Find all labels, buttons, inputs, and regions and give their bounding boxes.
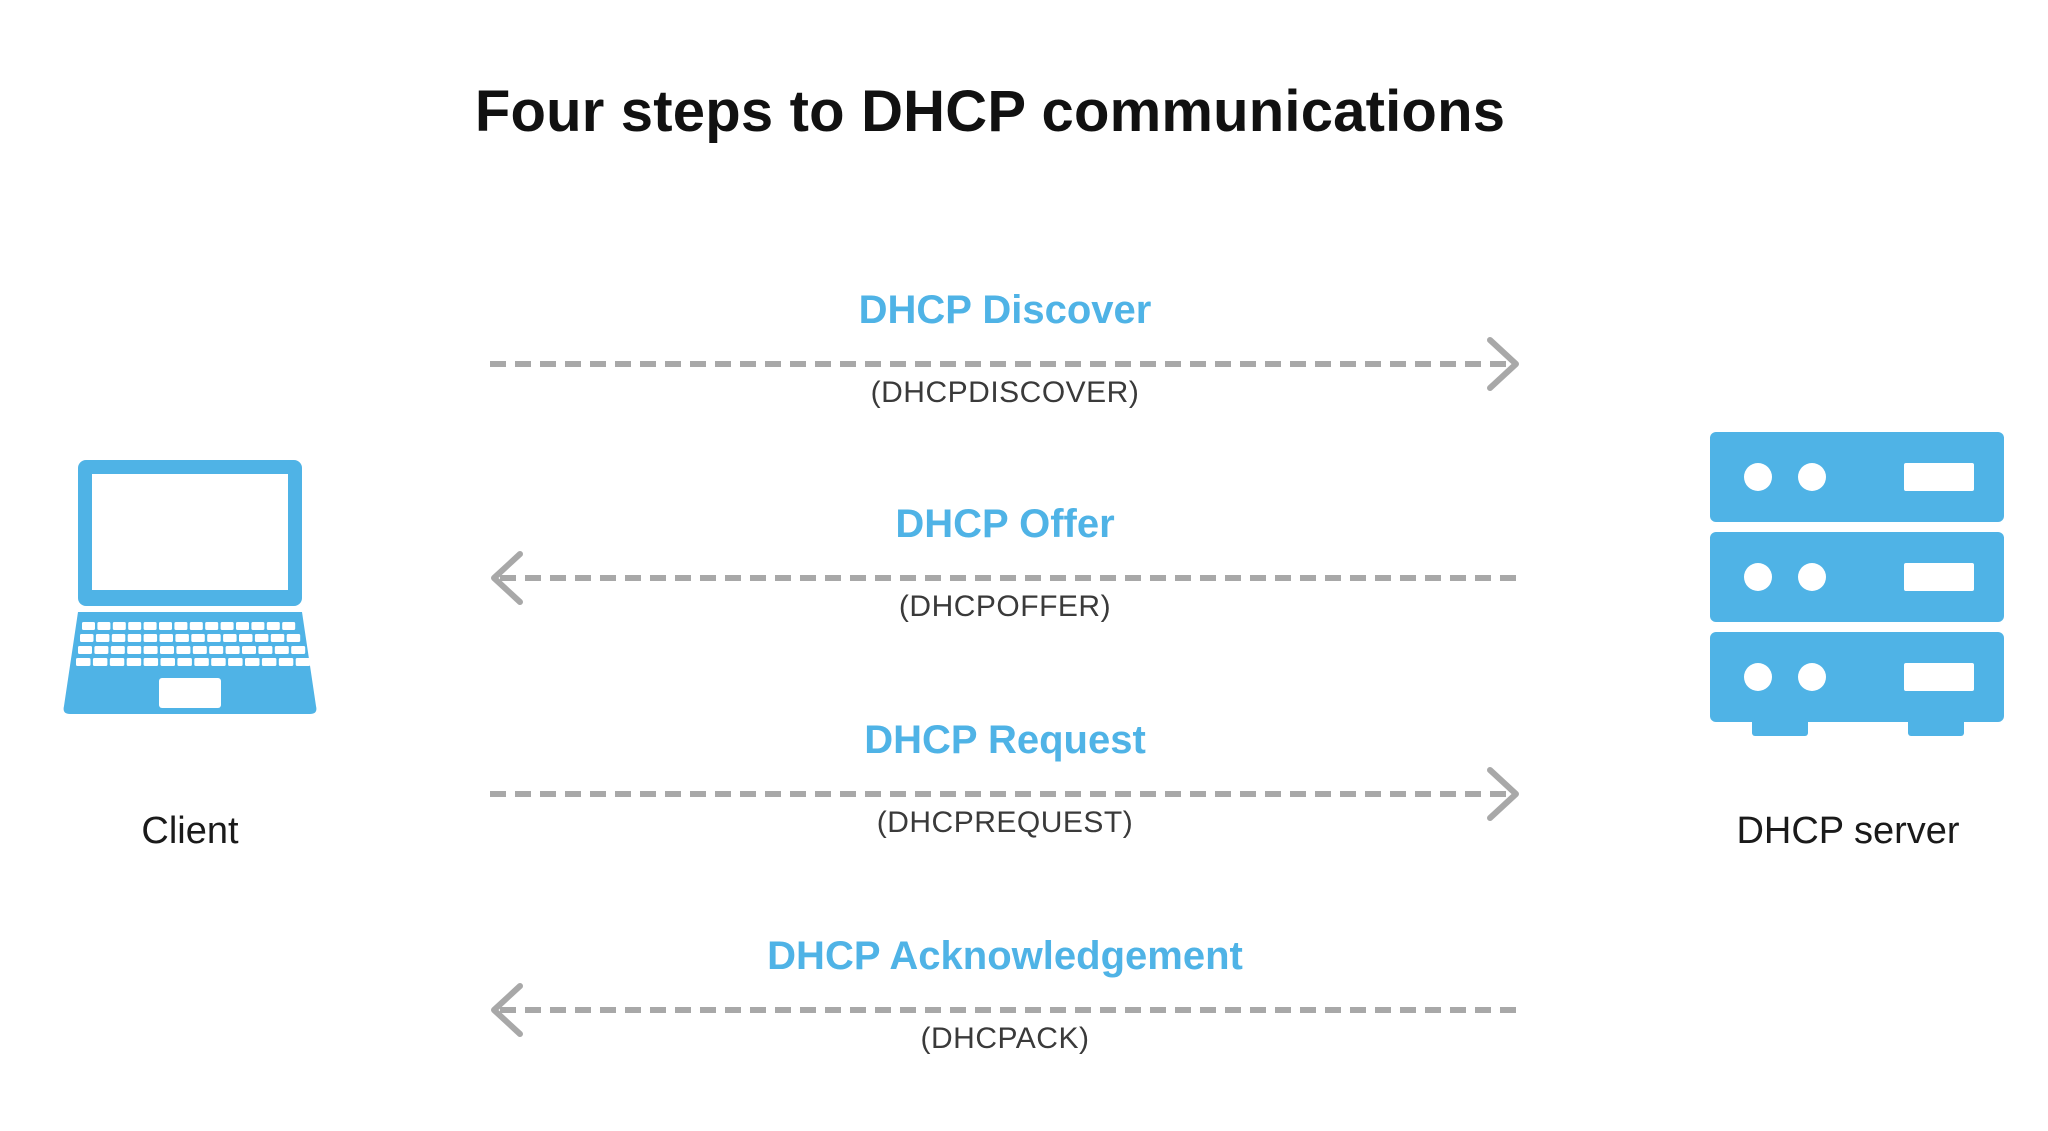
server-rack-icon — [1710, 432, 2004, 736]
laptop-icon — [63, 460, 317, 714]
step-label: DHCP Offer — [895, 502, 1115, 546]
client-label: Client — [141, 810, 239, 852]
step-acknowledgement: DHCP Acknowledgement (DHCPACK) — [470, 934, 1540, 1074]
client-device — [60, 460, 320, 720]
step-offer: DHCP Offer (DHCPOFFER) — [470, 502, 1540, 642]
diagram-title: Four steps to DHCP communications — [474, 79, 1506, 144]
step-label: DHCP Request — [864, 718, 1146, 762]
step-discover: DHCP Discover (DHCPDISCOVER) — [470, 288, 1540, 428]
arrow-right-icon — [490, 337, 1519, 391]
step-request: DHCP Request (DHCPREQUEST) — [470, 718, 1540, 858]
arrow-left-icon — [491, 551, 1520, 605]
step-code: (DHCPACK) — [920, 1022, 1090, 1055]
server-device — [1708, 432, 2008, 742]
server-label: DHCP server — [1736, 810, 1960, 852]
step-code: (DHCPDISCOVER) — [870, 376, 1140, 409]
step-label: DHCP Discover — [858, 288, 1152, 332]
arrow-right-icon — [490, 767, 1519, 821]
step-code: (DHCPREQUEST) — [876, 806, 1134, 839]
step-label: DHCP Acknowledgement — [767, 934, 1243, 978]
step-code: (DHCPOFFER) — [898, 590, 1112, 623]
arrow-left-icon — [491, 983, 1520, 1037]
